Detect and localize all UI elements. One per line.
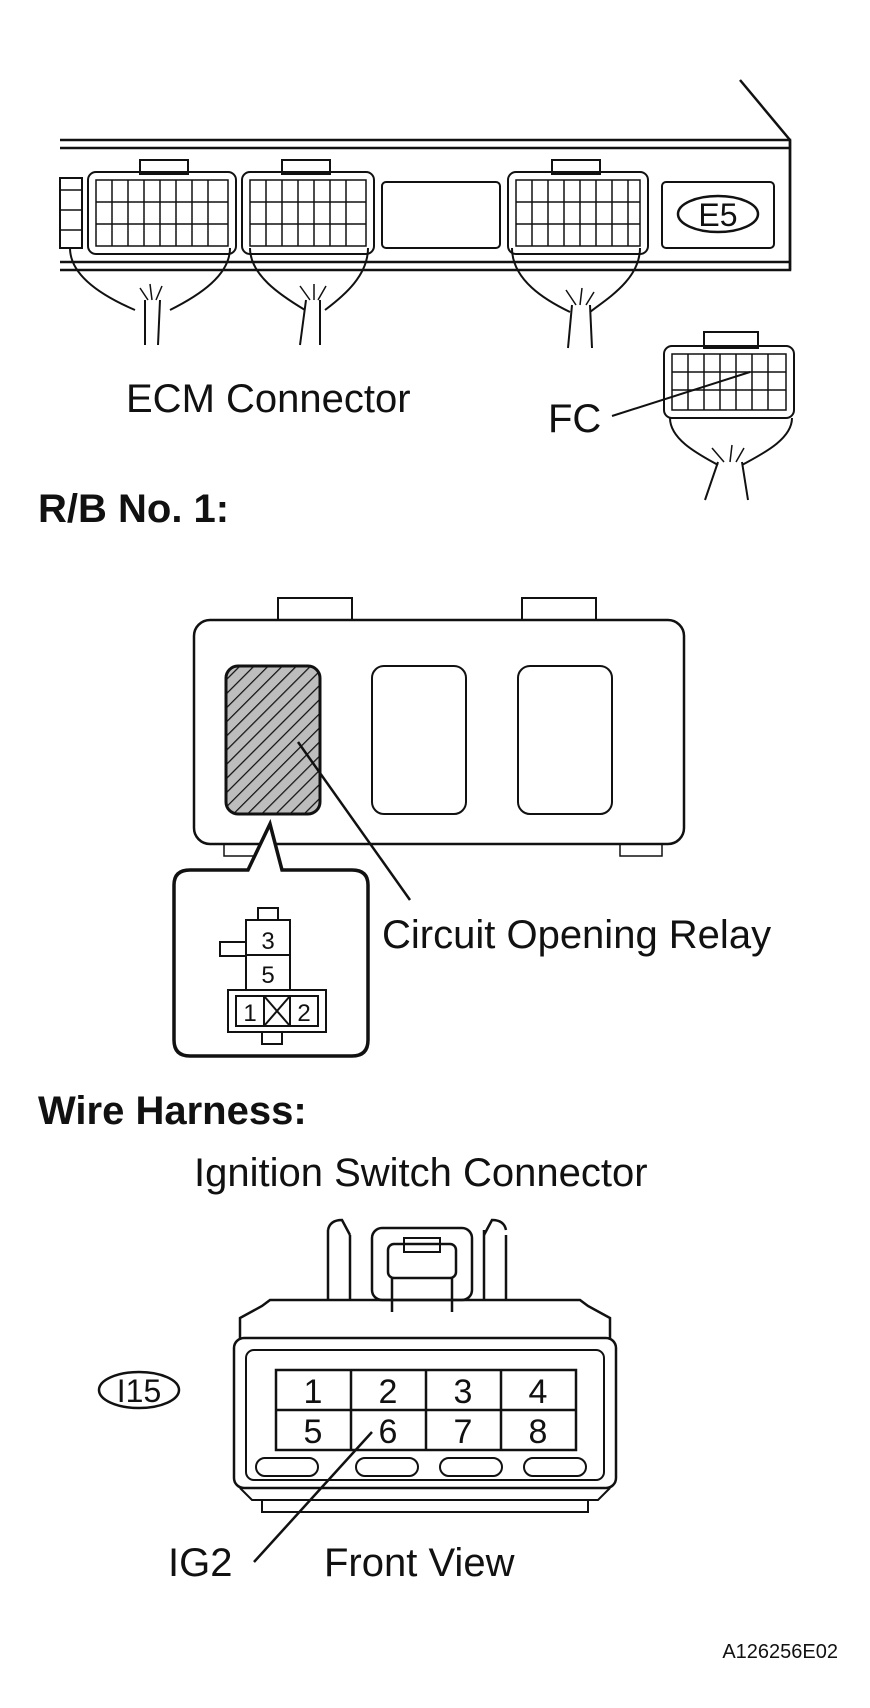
ig-pin-6: 6 (379, 1413, 398, 1451)
ig2-leader-line (253, 1431, 373, 1563)
ecm-connector-label: ECM Connector (126, 377, 411, 421)
ecm-badge-box (661, 181, 775, 249)
i15-code-badge (97, 1370, 181, 1410)
ig2-label: IG2 (168, 1541, 232, 1585)
relay-pin-5: 5 (261, 962, 274, 989)
ig-pin-4: 4 (529, 1373, 548, 1411)
ecm-connector-2 (241, 159, 375, 255)
ecm-connector-1 (87, 159, 237, 255)
fc-connector: FC (548, 331, 795, 501)
relay-pin-1: 1 (243, 1000, 256, 1027)
ecm-unit: E5 ECM Connector (59, 79, 792, 421)
circuit-opening-relay-slot (224, 664, 322, 816)
wire-harness-heading: Wire Harness: (38, 1089, 307, 1133)
circuit-opening-relay-label: Circuit Opening Relay (382, 913, 771, 957)
ig-pin-7: 7 (454, 1413, 473, 1451)
ecm-code-badge (676, 194, 760, 234)
ig-pin-5: 5 (304, 1413, 323, 1451)
ecm-connector-3 (507, 159, 649, 255)
i15-code-text: I15 (117, 1373, 161, 1409)
ig-pin-3: 3 (454, 1373, 473, 1411)
ignition-switch-connector-title: Ignition Switch Connector (194, 1151, 648, 1195)
ig-pin-1: 1 (304, 1373, 323, 1411)
ecm-code-text: E5 (698, 197, 737, 233)
relay-leader-line (296, 741, 412, 901)
fc-label: FC (548, 397, 601, 441)
ig-pin-2: 2 (379, 1373, 398, 1411)
ignition-switch-connector: 1 2 3 4 5 6 7 8 (232, 1218, 618, 1513)
ecm-wire-harness (69, 247, 641, 349)
rb-heading: R/B No. 1: (38, 487, 229, 531)
relay-block (192, 597, 686, 857)
relay-slot-2 (371, 665, 467, 815)
front-view-label: Front View (324, 1541, 515, 1585)
ecm-blank-window (381, 181, 501, 249)
ig-pin-8: 8 (529, 1413, 548, 1451)
relay-pin-2: 2 (297, 1000, 310, 1027)
figure-code: A126256E02 (722, 1641, 838, 1663)
relay-slot-3 (517, 665, 613, 815)
relay-pin-3: 3 (261, 928, 274, 955)
relay-pinout-callout: 3 5 1 2 (172, 818, 370, 1058)
ecm-connector-0 (59, 177, 83, 249)
